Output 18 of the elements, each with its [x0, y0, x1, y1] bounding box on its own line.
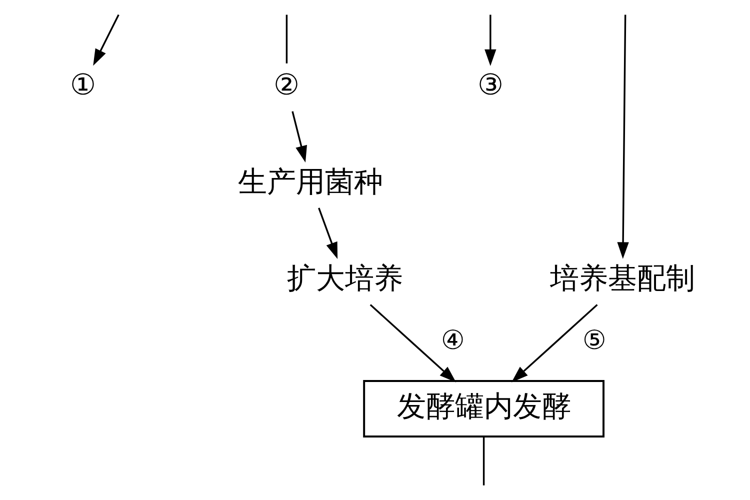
- node-text: ③: [477, 68, 504, 102]
- arrow: [484, 14, 496, 66]
- node-box: 发酵罐内发酵: [363, 380, 604, 438]
- arrow: [292, 111, 307, 163]
- node-text: 培养基配制: [550, 260, 696, 295]
- arrow: [617, 14, 629, 259]
- arrow: [512, 304, 598, 382]
- arrow: [93, 14, 120, 66]
- node-text: ①: [70, 68, 96, 102]
- connector: [286, 14, 288, 64]
- arrow: [370, 304, 456, 382]
- node-text: 扩大培养: [286, 260, 403, 295]
- connector: [482, 436, 485, 486]
- edge-label: ④: [440, 325, 464, 356]
- node-text: ②: [274, 68, 300, 102]
- edge-label: ⑤: [582, 325, 606, 356]
- node-text: 生产用菌种: [238, 164, 384, 198]
- arrow: [318, 208, 338, 260]
